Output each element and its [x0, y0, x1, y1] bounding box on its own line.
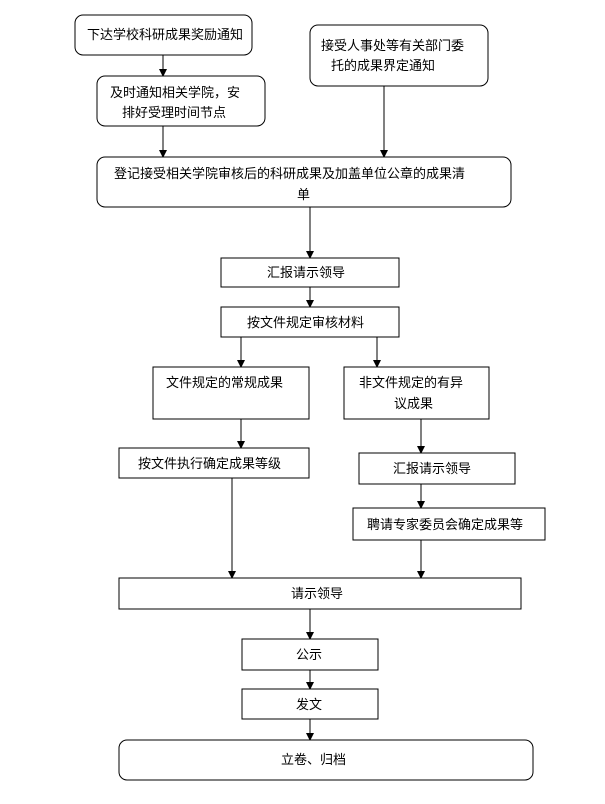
node-expert-committee-label: 聘请专家委员会确定成果等 — [367, 517, 523, 533]
node-issue-document: 发文 — [241, 688, 379, 720]
node-notice-hr-line-2: 托的成果界定通知 — [331, 58, 435, 74]
flow-edges — [159, 55, 425, 741]
node-notify-colleges-line-1: 及时通知相关学院，安 — [110, 85, 240, 101]
node-report-leader-2-label: 汇报请示领导 — [393, 462, 471, 477]
node-notify-colleges-line-2: 排好受理时间节点 — [122, 106, 226, 121]
node-register-line-2: 单 — [297, 188, 310, 203]
node-review-materials: 按文件规定审核材料 — [220, 306, 400, 338]
node-determine-grade-label: 按文件执行确定成果等级 — [138, 456, 281, 472]
node-irregular-results-line-2: 议成果 — [394, 397, 433, 412]
node-publicize: 公示 — [241, 638, 379, 671]
node-consult-leader: 请示领导 — [118, 577, 522, 610]
node-notice-school: 下达学校科研成果奖励通知 — [74, 14, 253, 56]
node-consult-leader-label: 请示领导 — [291, 587, 343, 602]
node-regular-results: 文件规定的常规成果 — [152, 366, 310, 420]
node-irregular-results-line-1: 非文件规定的有异 — [359, 375, 463, 391]
node-notice-school-label: 下达学校科研成果奖励通知 — [87, 27, 243, 43]
node-publicize-label: 公示 — [296, 648, 322, 663]
node-regular-results-label: 文件规定的常规成果 — [166, 375, 283, 391]
node-notice-hr-line-1: 接受人事处等有关部门委 — [321, 38, 464, 54]
node-register-line-1: 登记接受相关学院审核后的科研成果及加盖单位公章的成果清 — [114, 166, 465, 182]
node-review-materials-label: 按文件规定审核材料 — [247, 316, 364, 331]
node-expert-committee: 聘请专家委员会确定成果等 — [352, 507, 546, 541]
node-archive: 立卷、归档 — [118, 739, 534, 781]
node-report-leader-1-label: 汇报请示领导 — [267, 266, 345, 281]
node-notify-colleges: 及时通知相关学院，安 排好受理时间节点 — [96, 75, 266, 127]
node-report-leader-1: 汇报请示领导 — [220, 257, 400, 288]
node-register: 登记接受相关学院审核后的科研成果及加盖单位公章的成果清 单 — [96, 156, 512, 208]
node-archive-label: 立卷、归档 — [281, 752, 346, 768]
node-irregular-results: 非文件规定的有异 议成果 — [343, 366, 490, 420]
node-report-leader-2: 汇报请示领导 — [358, 452, 516, 485]
node-issue-document-label: 发文 — [296, 697, 322, 713]
node-determine-grade: 按文件执行确定成果等级 — [118, 447, 310, 479]
node-notice-hr: 接受人事处等有关部门委 托的成果界定通知 — [309, 24, 489, 87]
